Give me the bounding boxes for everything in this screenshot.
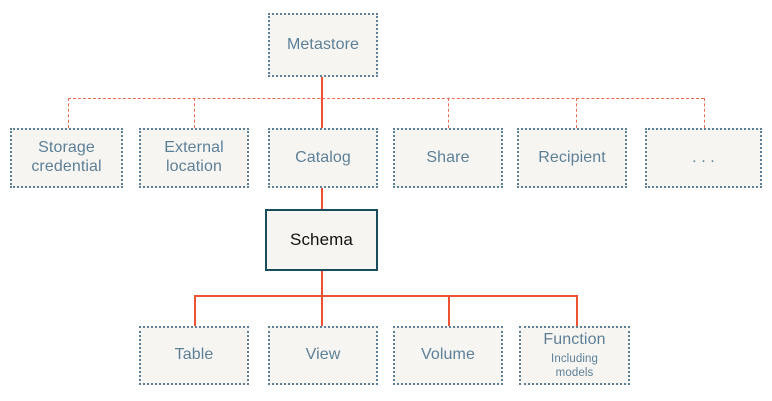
node-table[interactable]: Table (139, 326, 249, 385)
node-function-subtitle-line2: models (555, 366, 594, 379)
node-ellipsis[interactable]: . . . (645, 128, 762, 188)
connector-drop-catalog (321, 98, 323, 128)
connector-metastore-stem (321, 77, 323, 98)
node-function-label: Function (543, 330, 606, 348)
node-storage-credential[interactable]: Storage credential (10, 128, 123, 188)
connector-drop-recipient (576, 98, 577, 128)
node-external-location-label-line1: External (164, 139, 224, 157)
connector-drop-external-location (194, 98, 195, 128)
connector-drop-ellipsis (704, 98, 705, 128)
node-share[interactable]: Share (393, 128, 503, 188)
node-table-label: Table (174, 346, 214, 364)
node-ellipsis-label: . . . (692, 148, 715, 166)
connector-drop-view (321, 295, 323, 326)
connector-metastore-bus (68, 98, 704, 99)
node-recipient-label: Recipient (538, 148, 606, 166)
node-volume[interactable]: Volume (393, 326, 503, 385)
node-schema-label: Schema (290, 229, 353, 249)
connector-drop-table (194, 295, 196, 326)
node-external-location[interactable]: External location (139, 128, 249, 188)
node-view-label: View (305, 346, 341, 364)
node-catalog[interactable]: Catalog (268, 128, 378, 188)
node-recipient[interactable]: Recipient (517, 128, 627, 188)
node-metastore[interactable]: Metastore (268, 13, 378, 77)
node-view[interactable]: View (268, 326, 378, 385)
node-share-label: Share (426, 148, 470, 166)
connector-drop-function (576, 295, 578, 326)
connector-drop-volume (448, 295, 450, 326)
connector-drop-storage-credential (68, 98, 69, 128)
node-function[interactable]: Function Including models (519, 326, 630, 385)
node-metastore-label: Metastore (286, 35, 360, 53)
connector-catalog-to-schema (321, 188, 323, 209)
node-storage-credential-label-line1: Storage (38, 139, 95, 157)
node-schema[interactable]: Schema (265, 209, 378, 271)
node-catalog-label: Catalog (295, 148, 351, 166)
node-function-subtitle-line1: Including (551, 352, 598, 365)
node-volume-label: Volume (421, 346, 475, 364)
connector-schema-stem (321, 271, 323, 295)
node-storage-credential-label-line2: credential (31, 158, 102, 175)
connector-schema-bus (194, 295, 577, 297)
node-external-location-label-line2: location (166, 158, 222, 175)
connector-drop-share (448, 98, 449, 128)
